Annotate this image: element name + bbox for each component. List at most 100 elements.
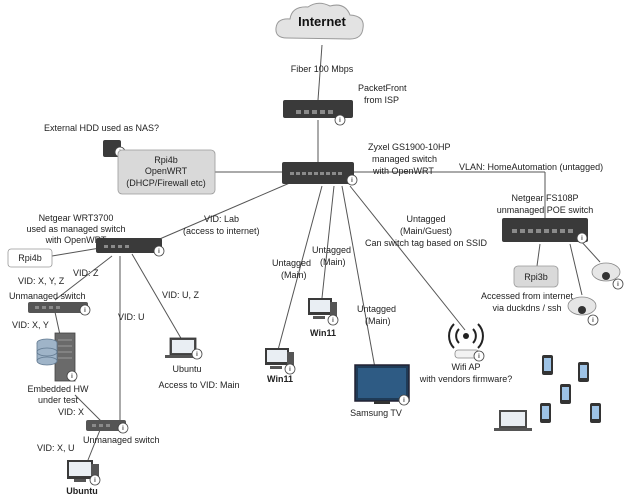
packetfront-router: i: [283, 100, 353, 126]
phone-4: [540, 403, 551, 423]
svg-text:i: i: [592, 318, 594, 324]
svg-text:i: i: [351, 178, 353, 184]
vid-lab-label-1: VID: Lab: [204, 214, 239, 224]
svg-text:i: i: [478, 354, 480, 360]
camera-2: i: [567, 296, 599, 326]
vid-x-label: VID: X: [58, 407, 84, 417]
info-icon: [398, 394, 410, 406]
accessed-label-1: Accessed from internet: [481, 291, 574, 301]
ubuntu-laptop: i: [165, 337, 203, 360]
netgear-wrt-label-3: with OpenWRT: [45, 235, 107, 245]
win11-a-label: Win11: [267, 374, 293, 384]
wifi-label-2: with vendors firmware?: [419, 374, 513, 384]
rpi4b-openwrt-label-2: OpenWRT: [145, 166, 188, 176]
link-fs108p-rpi3b: [536, 243, 541, 267]
ubuntu-desktop: i: [67, 460, 101, 486]
untagged-guest-label-3: Can switch tag based on SSID: [365, 238, 488, 248]
untagged-guest-label-1: Untagged: [406, 214, 445, 224]
vlan-ha-label: VLAN: HomeAutomation (untagged): [459, 162, 603, 172]
zyxel-label-1: Zyxel GS1900-10HP: [368, 142, 451, 152]
untagged-guest-label-2: (Main/Guest): [400, 226, 452, 236]
rpi4b-openwrt-label-1: Rpi4b: [154, 155, 178, 165]
link-fs108p-cam2: [569, 243, 583, 296]
info-icon: [153, 245, 165, 257]
svg-text:i: i: [122, 426, 124, 432]
win11-b-desktop: i: [308, 298, 339, 326]
svg-text:i: i: [289, 367, 291, 373]
svg-text:i: i: [339, 118, 341, 124]
client-laptop: [494, 410, 532, 431]
ubuntu-bottom-label: Ubuntu: [66, 486, 98, 496]
untagged-main-3-label-2: (Main): [365, 316, 391, 326]
rpi3b-box: Rpi3b: [513, 265, 559, 288]
link-server-unmanaged2: [74, 394, 103, 423]
link-zyxel-wrt: [154, 181, 293, 242]
samsung-tv: i: [354, 364, 410, 406]
camera-1: i: [591, 262, 624, 290]
zyxel-switch: i: [282, 162, 358, 186]
zyxel-label-2: managed switch: [372, 154, 437, 164]
vid-xy-label: VID: X, Y: [12, 320, 49, 330]
link-internet-packetfront: [317, 44, 323, 101]
phone-1: [542, 355, 553, 375]
rpi4b-label: Rpi4b: [18, 253, 42, 263]
svg-text:i: i: [84, 308, 86, 314]
vid-uz-label: VID: U, Z: [162, 290, 200, 300]
rpi4b-openwrt-label-3: (DHCP/Firewall etc): [126, 178, 206, 188]
svg-text:i: i: [94, 478, 96, 484]
info-icon: [346, 174, 358, 186]
svg-text:i: i: [158, 249, 160, 255]
cloud-icon: [275, 2, 364, 40]
fiber-label: Fiber 100 Mbps: [291, 64, 354, 74]
vid-xu-label: VID: X, U: [37, 443, 75, 453]
link-zyxel-win11b: [321, 185, 335, 299]
accessed-label-2: via duckdns / ssh: [492, 303, 561, 313]
svg-text:i: i: [581, 236, 583, 242]
untagged-main-3-label-1: Untagged: [357, 304, 396, 314]
vid-u-label: VID: U: [118, 312, 145, 322]
info-icon: [327, 314, 339, 326]
rpi3b-label: Rpi3b: [524, 272, 548, 282]
link-zyxel-win11a: [277, 185, 323, 351]
info-icon: [284, 363, 296, 375]
embedded-label-2: under test: [38, 395, 79, 405]
unmanaged-1-label: Unmanaged switch: [9, 291, 86, 301]
link-fs108p-cam1: [579, 239, 601, 263]
phone-3: [560, 384, 571, 404]
packetfront-label-1: PacketFront: [358, 83, 407, 93]
info-icon: [473, 350, 485, 362]
internet-label: Internet: [298, 14, 346, 29]
netgear-fs-label-2: unmanaged POE switch: [497, 205, 594, 215]
vid-xyz-label: VID: X, Y, Z: [18, 276, 65, 286]
samsung-label: Samsung TV: [350, 408, 402, 418]
packetfront-label-2: from ISP: [364, 95, 399, 105]
link-wrt-unmanaged1: [54, 255, 113, 301]
internet-cloud: Internet: [275, 2, 364, 40]
vid-lab-label-2: (access to internet): [183, 226, 260, 236]
info-icon: [66, 370, 78, 382]
unmanaged-2-label: Unmanaged switch: [83, 435, 160, 445]
info-icon: [117, 422, 129, 434]
ubuntu-mid-label: Ubuntu: [172, 364, 201, 374]
netgear-fs108p-switch: i: [502, 218, 588, 244]
unmanaged-switch-1: i: [28, 302, 91, 316]
links: [39, 44, 601, 461]
svg-text:i: i: [403, 398, 405, 404]
netgear-wrt-label-2: used as managed switch: [26, 224, 125, 234]
access-vid-label: Access to VID: Main: [158, 380, 239, 390]
svg-text:i: i: [617, 282, 619, 288]
wifi-ap: i: [448, 323, 485, 362]
svg-text:i: i: [71, 374, 73, 380]
phone-5: [590, 403, 601, 423]
embedded-hw-server: i: [36, 332, 78, 382]
netgear-fs-label-1: Netgear FS108P: [511, 193, 578, 203]
embedded-label-1: Embedded HW: [27, 384, 89, 394]
link-zyxel-wifi: [349, 185, 466, 331]
wifi-label-1: Wifi AP: [451, 362, 480, 372]
link-unmanaged1-server: [54, 311, 61, 336]
untagged-main-2-label-2: (Main): [320, 257, 346, 267]
info-icon: [334, 114, 346, 126]
untagged-main-2-label-1: Untagged: [312, 245, 351, 255]
netgear-wrt-router: i: [96, 238, 165, 257]
